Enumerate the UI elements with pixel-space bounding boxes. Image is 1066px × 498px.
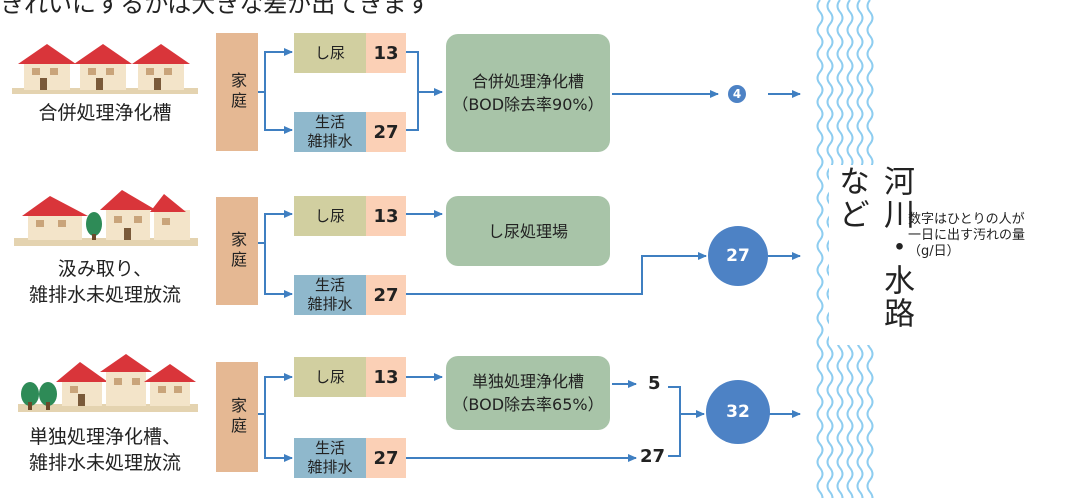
row2-night-soil-value: 13 — [366, 196, 406, 236]
row1-split-to-graywater — [264, 92, 293, 134]
gray-water-line1: 生活 — [314, 276, 345, 294]
row3-facility-output: 5 — [648, 373, 661, 394]
house-icon — [14, 190, 198, 246]
gray-water-line2: 雑排水 — [307, 458, 353, 476]
home-label: 家庭 — [228, 397, 247, 437]
unit-note-line3: （g/日） — [908, 244, 960, 259]
houses-illustration-combined — [12, 44, 198, 94]
row1-gray-water-value: 27 — [366, 112, 406, 152]
house-icon — [12, 44, 198, 94]
row3-caption-line2: 雑排水未処理放流 — [28, 452, 181, 474]
row3-night-soil-value: 13 — [366, 357, 406, 397]
row3-gray-output: 27 — [640, 446, 666, 467]
row1-caption: 合併処理浄化槽 — [38, 102, 172, 124]
facility-line2: （BOD除去率90%） — [452, 95, 604, 114]
gray-water-line2: 雑排水 — [307, 295, 353, 313]
home-label: 家庭 — [228, 231, 247, 271]
row3-gray-water-value: 27 — [366, 438, 406, 478]
row1-night-soil-value: 13 — [366, 33, 406, 73]
row2-split-to-nightsoil — [258, 210, 293, 244]
row2-output-circle: 27 — [708, 226, 768, 286]
unit-note-line2: 一日に出す汚れの量 — [908, 228, 1026, 243]
row2-caption-line1: 汲み取り、 — [57, 258, 153, 280]
row1-facility: 合併処理浄化槽 （BOD除去率90%） — [446, 34, 610, 152]
row2-gray-to-circle — [406, 252, 707, 295]
gray-water-line1: 生活 — [314, 113, 345, 131]
row3-night-soil-label: し尿 — [294, 357, 366, 397]
row3-caption-line1: 単独処理浄化槽、 — [28, 426, 181, 448]
row1-split-to-nightsoil — [258, 48, 293, 93]
gray-water-line1: 生活 — [314, 439, 345, 457]
home-label: 家庭 — [228, 72, 247, 112]
row2-home-box: 家庭 — [216, 197, 258, 305]
facility-line1: 合併処理浄化槽 — [471, 72, 584, 91]
row1-output-circle: 4 — [728, 85, 746, 103]
row2-gray-water-value: 27 — [366, 275, 406, 315]
facility-line1: 単独処理浄化槽 — [471, 372, 584, 391]
row3-gray-water-label: 生活 雑排水 — [294, 438, 366, 478]
row1-home-box: 家庭 — [216, 33, 258, 151]
houses-illustration-single — [18, 354, 198, 412]
river-label: 河川・水路など — [829, 165, 919, 345]
row3-home-box: 家庭 — [216, 362, 258, 472]
row2-facility: し尿処理場 — [446, 196, 610, 266]
row3-output-circle: 32 — [706, 380, 770, 444]
facility-line2: （BOD除去率65%） — [452, 395, 604, 414]
gray-water-line2: 雑排水 — [307, 132, 353, 150]
row1-merge-bracket — [406, 51, 419, 131]
row3-merge-bracket — [668, 386, 681, 457]
header-partial-text: きれいにするかは大きな差が出てきます — [0, 0, 431, 18]
row2-gray-water-label: 生活 雑排水 — [294, 275, 366, 315]
row2-night-soil-label: し尿 — [294, 196, 366, 236]
row1-gray-water-label: 生活 雑排水 — [294, 112, 366, 152]
house-icon — [18, 354, 198, 412]
row3-split-to-graywater — [264, 414, 293, 462]
unit-note-line1: 数字はひとりの人が — [908, 212, 1025, 227]
row2-caption-line2: 雑排水未処理放流 — [28, 284, 181, 306]
houses-illustration-pumpout — [14, 190, 198, 246]
row1-night-soil-label: し尿 — [294, 33, 366, 73]
row3-facility: 単独処理浄化槽 （BOD除去率65%） — [446, 356, 610, 430]
row2-split-to-graywater — [264, 243, 293, 298]
row3-split-to-nightsoil — [258, 373, 293, 415]
